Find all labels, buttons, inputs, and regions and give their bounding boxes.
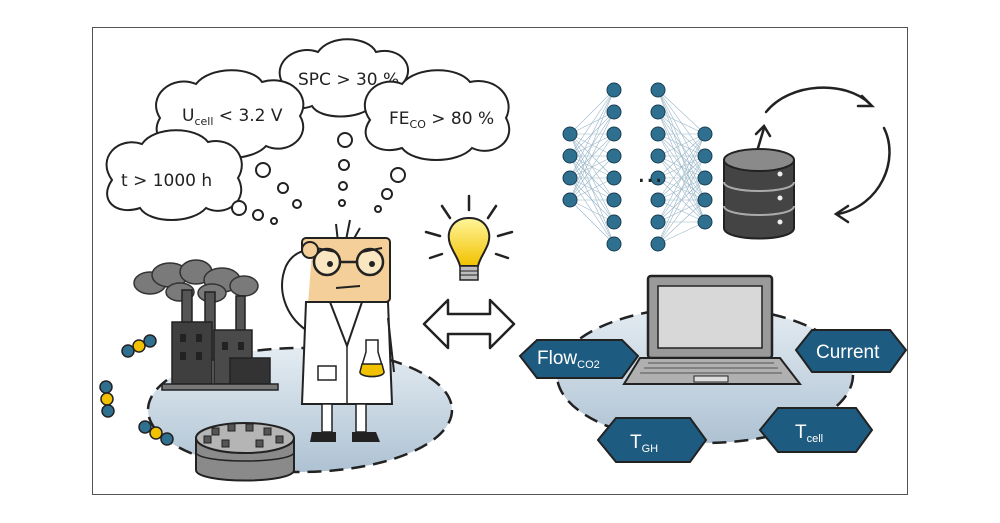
- nn-edge: [657, 133, 706, 201]
- time-text: t > 1000 h: [121, 171, 212, 191]
- svg-text:FlowCO2: FlowCO2: [537, 348, 600, 371]
- cloud-time: t > 1000 h: [105, 129, 243, 221]
- nn-node: [650, 236, 666, 252]
- scientist-character: [281, 219, 395, 442]
- nn-node: [650, 192, 666, 208]
- nn-node: [606, 148, 622, 164]
- nn-ellipsis: …: [637, 159, 663, 189]
- nn-edge: [657, 177, 706, 245]
- smoke-clouds: [133, 259, 259, 303]
- nn-edge: [657, 89, 706, 135]
- nn-edge: [569, 89, 615, 179]
- svg-text:TGH: TGH: [630, 432, 658, 455]
- svg-text:Tcell: Tcell: [795, 422, 823, 445]
- nn-edge: [657, 133, 706, 157]
- laptop-icon: [622, 274, 803, 385]
- nn-edge: [657, 111, 706, 135]
- fe-text: FECO > 80 %: [389, 109, 494, 131]
- nn-node: [650, 126, 666, 142]
- nn-node: [606, 126, 622, 142]
- nn-edge: [569, 155, 615, 201]
- nn-edge: [569, 89, 615, 201]
- nn-node: [606, 82, 622, 98]
- param-t-gh: TGH: [596, 417, 708, 463]
- svg-text:Current: Current: [816, 342, 880, 363]
- nn-node: [697, 126, 713, 142]
- spc-text: SPC > 30 %: [298, 70, 399, 90]
- nn-node: [697, 148, 713, 164]
- nn-edge: [657, 221, 706, 245]
- nn-edge: [569, 111, 615, 201]
- nn-edge: [657, 133, 706, 245]
- factory-illustration: [133, 259, 279, 391]
- nn-edge: [569, 133, 615, 201]
- nn-node: [562, 170, 578, 186]
- nn-node: [650, 170, 666, 186]
- nn-node: [650, 148, 666, 164]
- param-current: Current: [794, 329, 908, 373]
- nn-node: [697, 192, 713, 208]
- cloud-fe: FECO > 80 %: [363, 69, 511, 161]
- nn-node: [562, 148, 578, 164]
- nn-edge: [657, 199, 706, 245]
- nn-edge: [657, 155, 706, 245]
- nn-node: [650, 82, 666, 98]
- nn-node: [697, 214, 713, 230]
- lightbulb-icon: [424, 194, 514, 281]
- database-icon: [723, 148, 795, 240]
- nn-edge: [569, 199, 615, 223]
- nn-node: [606, 236, 622, 252]
- nn-node: [562, 192, 578, 208]
- nn-node: [606, 192, 622, 208]
- nn-edge: [569, 89, 615, 135]
- nn-node: [650, 214, 666, 230]
- cycle-arrows-icon: [754, 86, 891, 224]
- nn-edge: [569, 177, 615, 201]
- nn-edge: [657, 133, 706, 223]
- param-flow-co2: FlowCO2: [518, 339, 640, 379]
- nn-edge: [569, 199, 615, 245]
- electrolyzer-cell: [195, 422, 295, 482]
- nn-node: [606, 104, 622, 120]
- ucell-text: Ucell < 3.2 V: [182, 106, 283, 128]
- neural-network-diagram: …: [562, 82, 713, 252]
- param-t-cell: Tcell: [758, 407, 874, 453]
- nn-node: [562, 126, 578, 142]
- nn-node: [606, 170, 622, 186]
- double-arrow-icon: [422, 298, 516, 350]
- nn-node: [650, 104, 666, 120]
- neural-network-nodes: [562, 82, 713, 252]
- thought-bubbles: [231, 132, 406, 225]
- nn-edge: [569, 89, 615, 157]
- nn-node: [697, 170, 713, 186]
- nn-node: [606, 214, 622, 230]
- co2-molecules: [99, 334, 174, 446]
- nn-edge: [657, 133, 706, 179]
